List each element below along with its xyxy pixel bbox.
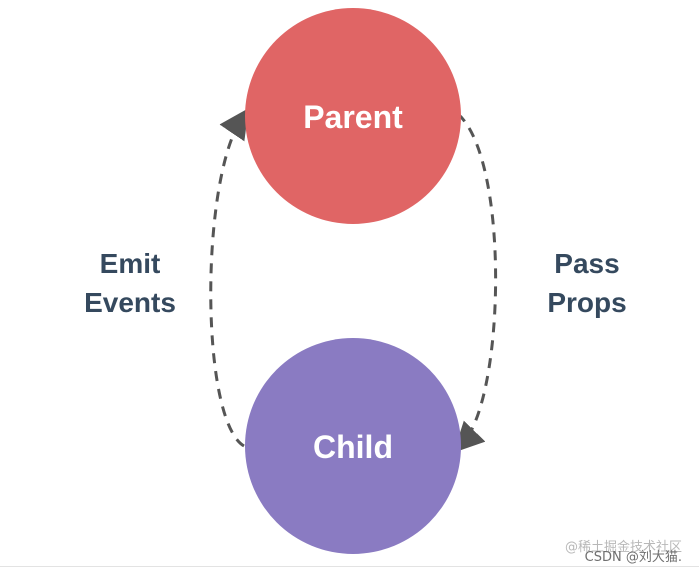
emit-events-label-line-1: Emit: [100, 248, 161, 279]
emit-events-label: Emit Events: [84, 248, 176, 318]
emit-events-label-line-2: Events: [84, 287, 176, 318]
pass-props-arrow: [453, 112, 498, 453]
parent-node: Parent: [245, 8, 461, 224]
pass-props-label: Pass Props: [547, 248, 626, 318]
child-label: Child: [313, 429, 393, 465]
child-circle: [245, 338, 461, 554]
juejin-watermark: @稀土掘金技术社区: [565, 539, 682, 555]
emit-events-arrow: [209, 108, 249, 448]
child-node: Child: [245, 338, 461, 554]
bottom-divider: [0, 566, 699, 567]
pass-props-label-line-1: Pass: [554, 248, 619, 279]
csdn-watermark: CSDN @刘大猫.: [585, 550, 682, 565]
parent-circle: [245, 8, 461, 224]
pass-props-label-line-2: Props: [547, 287, 626, 318]
parent-label: Parent: [303, 99, 403, 135]
